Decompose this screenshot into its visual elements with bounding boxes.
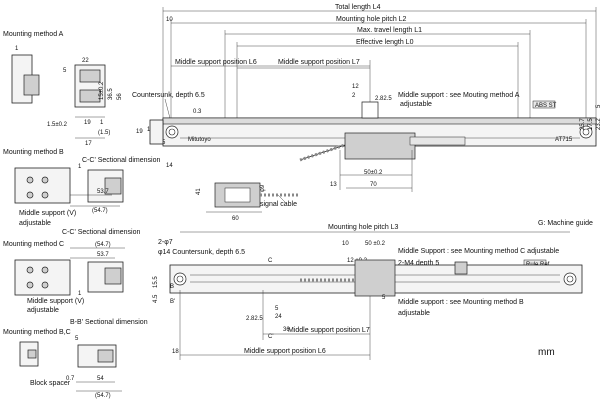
b-dim-36: 36 <box>283 327 290 333</box>
unit-label: mm <box>538 347 555 358</box>
middle-support-l6-label: Middle support position L6 <box>175 59 257 66</box>
dim-41: 41 <box>196 188 202 195</box>
b-dim-5: 5 <box>382 295 386 301</box>
dim-10: 10 <box>166 17 173 23</box>
mounting-bc-view: B-B' Sectional dimension Mounting method… <box>3 319 148 399</box>
bb-section-title: B-B' Sectional dimension <box>70 319 148 326</box>
mounting-hole-pitch-label: Mounting hole pitch L2 <box>336 16 407 23</box>
b-dim-5b: 5 <box>275 306 279 312</box>
mounting-bc-title: Mounting method B,C <box>3 329 71 336</box>
b-adjustable: adjustable <box>398 310 430 317</box>
model-label: AT715 <box>555 137 573 143</box>
ma-dim-1-5c: (1.5) <box>98 130 110 136</box>
mb-dim-54-7: (54.7) <box>92 208 108 214</box>
mounting-hole-pitch-l3: Mounting hole pitch L3 <box>328 224 399 231</box>
total-length-label: Total length L4 <box>335 4 381 11</box>
dim-2: 2 <box>352 93 356 99</box>
dim-17-5: 17.5 <box>588 118 594 130</box>
mc-dim-1: 1 <box>78 291 82 297</box>
ma-dim-19: 19 <box>84 120 91 126</box>
effective-length-label: Effective length L0 <box>356 39 414 46</box>
b-dim-24: 24 <box>275 314 282 320</box>
b-dim-4-5: 4.5 <box>153 294 159 303</box>
c-mark: C <box>268 258 273 264</box>
ma-dim-1: 1 <box>15 46 19 52</box>
brand-label: Mitutoyo <box>188 137 211 143</box>
bp-mark: B' <box>170 299 175 305</box>
mb-adjustable: adjustable <box>19 220 51 227</box>
mounting-a-view: Mounting method A 1 22 5 15±0.2 36.5 56 … <box>3 31 123 147</box>
middle-support-note: Middle support : see Mouting method A <box>398 92 520 99</box>
mounting-b-title: Mounting method B <box>3 149 64 156</box>
mc-dim-53-7: 53.7 <box>97 252 109 258</box>
dim-14: 14 <box>166 163 173 169</box>
dim-12: 12 <box>352 84 359 90</box>
ma-dim-22: 22 <box>82 58 89 64</box>
dim-60: 60 <box>232 216 239 222</box>
label-plate: ABS ST <box>535 103 557 109</box>
b-mark: B <box>170 284 174 290</box>
mounting-a-title: Mounting method A <box>3 31 64 38</box>
dim-19: 19 <box>136 129 143 135</box>
b-dim-2-82: 2.82.5 <box>246 316 263 322</box>
mc-note: Middle support (V) <box>27 298 84 305</box>
b-dim-15-5: 15.5 <box>153 276 159 288</box>
machine-guide-label: G: Machine guide <box>538 220 593 227</box>
b-dim-2m4: 2-M4 depth 5 <box>398 260 439 267</box>
mounting-c-view: C-C' Sectional dimension Mounting method… <box>3 229 140 314</box>
b-dim-2-phi7: 2-φ7 <box>158 239 173 246</box>
ma-dim-15: 15±0.2 <box>99 81 105 100</box>
dim-25-7: 25.7 <box>580 118 586 130</box>
ma-dim-1b: 1 <box>100 120 104 126</box>
bottom-main-view: G: Machine guide Mounting hole pitch L3 … <box>153 220 593 360</box>
reading-head <box>344 132 416 160</box>
adjustable-label: adjustable <box>400 101 432 108</box>
cp-mark: C' <box>268 334 273 340</box>
ma-dim-17: 17 <box>85 141 92 147</box>
mounting-b-view: Mounting method B C-C' Sectional dimensi… <box>3 149 160 227</box>
mbc-dim-5: 5 <box>75 336 79 342</box>
support-b-note: Middle support : see Mounting method B <box>398 299 524 306</box>
middle-support-l7-label: Middle support position L7 <box>278 59 360 66</box>
b-dim-50: 50 ±0.2 <box>365 241 386 247</box>
ma-dim-36-5: 36.5 <box>108 88 114 100</box>
dim-phi9: φ9 <box>260 184 266 192</box>
top-main-view: Total length L4 Mounting hole pitch L2 1… <box>132 4 602 222</box>
b-middle-l7: Middle support position L7 <box>288 327 370 334</box>
dim-5r: 5 <box>596 104 602 108</box>
support-c-note: Middle Support : see Mounting method C a… <box>398 248 559 255</box>
ma-dim-1-5: 1.5±0.2 <box>47 122 68 128</box>
mc-adjustable: adjustable <box>27 307 59 314</box>
dim-2-82: 2.82.5 <box>375 96 392 102</box>
mb-dim-53-7: 53.7 <box>97 189 109 195</box>
b-middle-l6: Middle support position L6 <box>244 348 326 355</box>
dim-0-3: 0.3 <box>193 109 202 115</box>
max-travel-label: Max. travel length L1 <box>357 27 422 34</box>
mbc-dim-54-7: (54.7) <box>95 393 111 399</box>
dim-23-2: 23.2 <box>596 118 602 130</box>
dim-70: 70 <box>370 182 377 188</box>
dim-50: 50±0.2 <box>364 170 383 176</box>
mb-note: Middle support (V) <box>19 210 76 217</box>
block-spacer-label: Block spacer <box>30 380 71 387</box>
mc-dim-54-7: (54.7) <box>95 242 111 248</box>
b-dim-countersunk: φ14 Countersunk, depth 6.5 <box>158 249 245 256</box>
dim-13: 13 <box>330 182 337 188</box>
mb-dim-1: 1 <box>78 164 82 170</box>
ma-dim-5: 5 <box>63 68 67 74</box>
b-dim-18: 18 <box>172 349 179 355</box>
cc-section-title-2: C-C' Sectional dimension <box>62 229 140 236</box>
mbc-dim-54: 54 <box>97 376 104 382</box>
countersunk-label: Countersunk, depth 6.5 <box>132 92 205 99</box>
mounting-c-title: Mounting method C <box>3 241 64 248</box>
ma-dim-56: 56 <box>117 93 123 100</box>
mbc-dim-0-7: 0.7 <box>66 376 75 382</box>
signal-cable-label: signal cable <box>260 201 297 208</box>
cc-section-title: C-C' Sectional dimension <box>82 157 160 164</box>
b-dim-10: 10 <box>342 241 349 247</box>
